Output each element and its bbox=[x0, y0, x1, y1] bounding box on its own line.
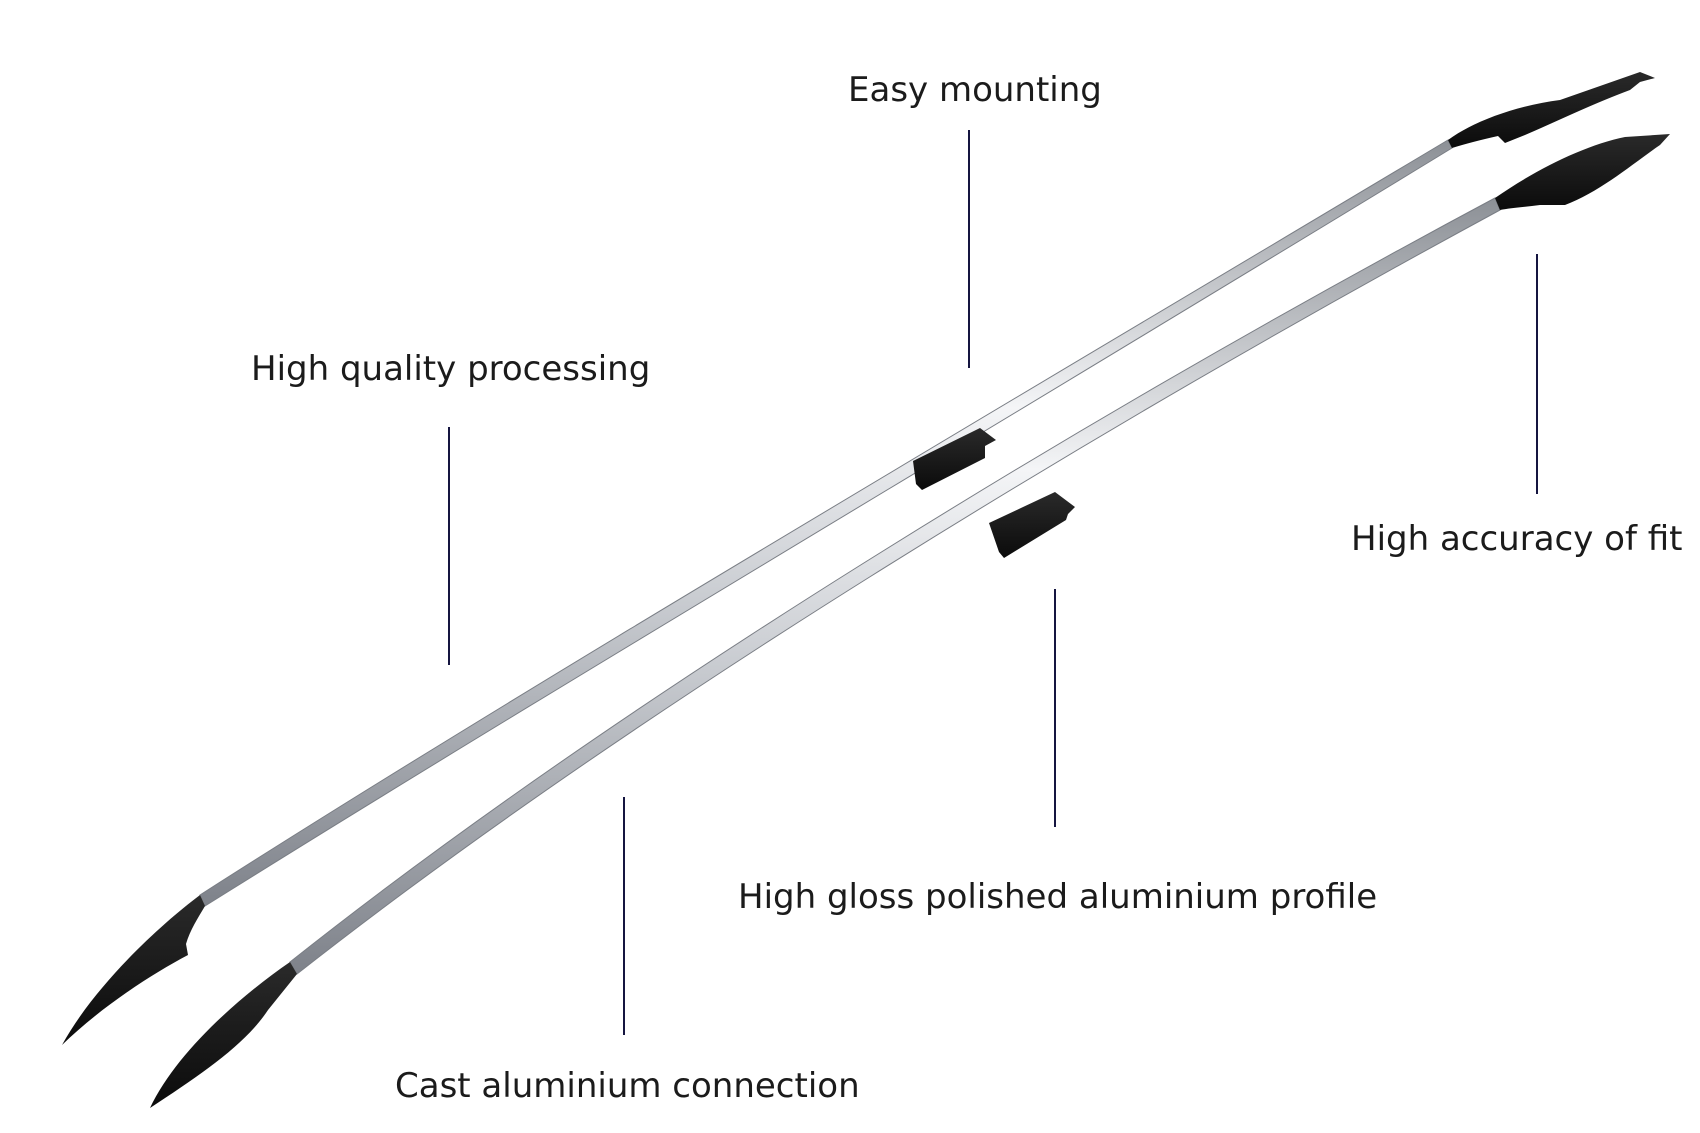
leader-line-high-gloss-profile bbox=[1054, 589, 1056, 827]
label-easy-mounting: Easy mounting bbox=[848, 70, 1102, 110]
upper-rail-rear-cap bbox=[1448, 72, 1655, 148]
leader-line-cast-aluminium-connection bbox=[623, 797, 625, 1035]
upper-rail-mount-foot bbox=[913, 428, 996, 490]
lower-rail-front-cap bbox=[150, 962, 297, 1108]
leader-line-high-accuracy-of-fit bbox=[1536, 254, 1538, 494]
leader-line-easy-mounting bbox=[968, 130, 970, 368]
upper-roof-rail bbox=[62, 72, 1655, 1045]
label-cast-aluminium-connection: Cast aluminium connection bbox=[395, 1066, 860, 1106]
upper-rail-front-cap bbox=[62, 895, 205, 1045]
label-high-gloss-profile: High gloss polished aluminium profile bbox=[738, 877, 1378, 917]
upper-rail-body bbox=[199, 139, 1453, 907]
label-high-quality-processing: High quality processing bbox=[251, 349, 651, 389]
label-high-accuracy-of-fit: High accuracy of fit bbox=[1351, 519, 1683, 559]
lower-rail-body bbox=[289, 197, 1501, 975]
lower-roof-rail bbox=[150, 134, 1670, 1108]
lower-rail-mount-foot bbox=[989, 492, 1075, 558]
lower-rail-rear-cap bbox=[1495, 134, 1670, 210]
leader-line-high-quality-processing bbox=[448, 427, 450, 665]
